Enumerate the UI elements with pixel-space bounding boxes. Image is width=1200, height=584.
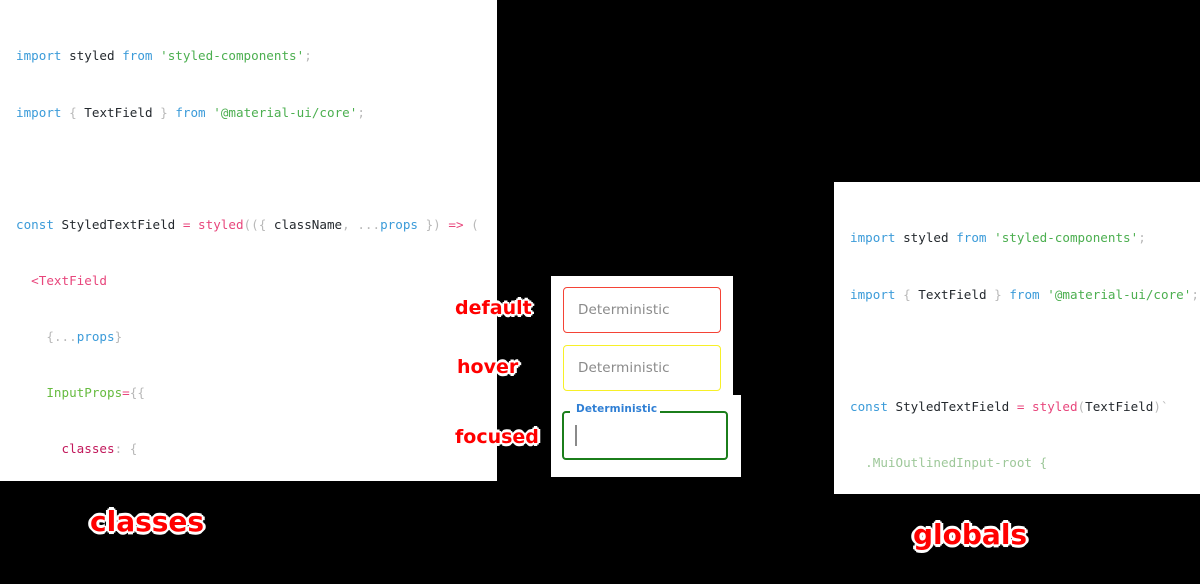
caption-globals: globals — [913, 518, 1028, 551]
code-line: import styled from 'styled-components'; — [850, 230, 1146, 246]
preview-panel-bottom: Deterministic — [551, 395, 741, 477]
code-line: InputProps={{ — [46, 384, 145, 400]
textfield-default[interactable]: Deterministic — [563, 287, 721, 333]
notched-outline — [562, 411, 728, 460]
caption-classes: classes — [90, 505, 205, 538]
code-line: classes: { — [61, 441, 138, 457]
text-caret-icon — [575, 425, 577, 446]
code-line: const StyledTextField = styled(TextField… — [850, 398, 1169, 414]
annotation-focused: focused — [455, 426, 539, 448]
textfield-hover-label: Deterministic — [578, 360, 670, 376]
code-panel-globals: import styled from 'styled-components'; … — [834, 182, 1200, 494]
code-line: <TextField — [31, 272, 107, 288]
code-line — [850, 342, 1200, 361]
annotation-hover: hover — [457, 356, 519, 378]
annotation-default: default — [455, 297, 532, 319]
textfield-focused[interactable]: Deterministic — [562, 403, 728, 460]
code-line — [16, 160, 497, 179]
code-line: import styled from 'styled-components'; — [16, 48, 312, 64]
code-line: .MuiOutlinedInput-root { — [865, 454, 1048, 470]
code-line: const StyledTextField = styled(({ classN… — [16, 216, 479, 232]
code-line: import { TextField } from '@material-ui/… — [850, 286, 1199, 302]
textfield-hover[interactable]: Deterministic — [563, 345, 721, 391]
code-line: {...props} — [46, 328, 123, 344]
textfield-focused-label: Deterministic — [573, 403, 661, 415]
code-panel-classes: import styled from 'styled-components'; … — [0, 0, 497, 481]
code-line: import { TextField } from '@material-ui/… — [16, 104, 365, 120]
preview-panel-top: Deterministic Deterministic — [551, 276, 733, 395]
textfield-default-label: Deterministic — [578, 302, 670, 318]
